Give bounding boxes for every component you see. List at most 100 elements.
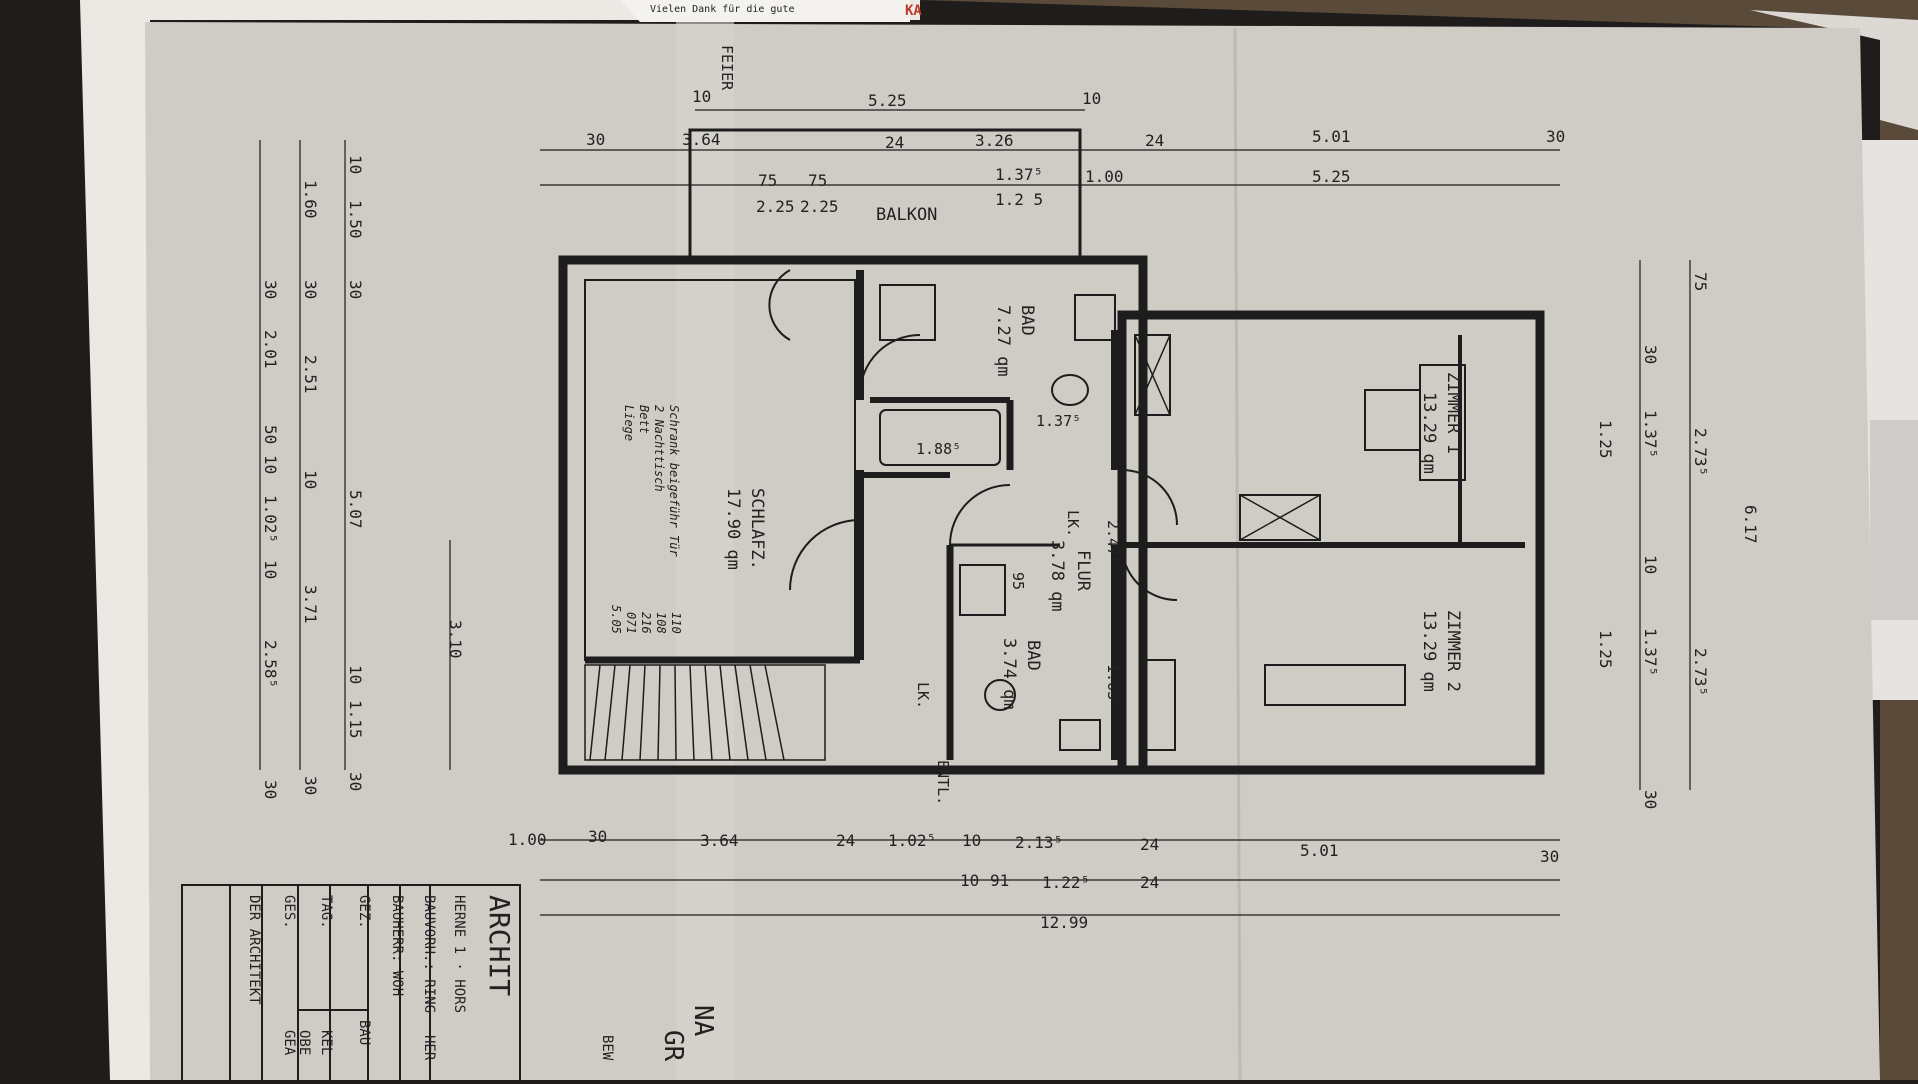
- room-bedroom-name: SCHLAFZ.: [747, 488, 767, 570]
- room-zimmer2-area: 13.29 qm: [1419, 610, 1439, 692]
- tb-cell-5: GEA: [281, 1030, 297, 1056]
- dim-bottom-b: 30: [588, 827, 607, 846]
- dim-left-m: 10: [261, 560, 280, 579]
- note-line-3: Bett: [637, 405, 651, 434]
- dim-bottom-h: 24: [1140, 835, 1159, 854]
- note-line-4: Liege: [622, 405, 636, 441]
- dim-left-c: 1.60: [301, 180, 320, 219]
- dim-top-d: 30: [586, 130, 605, 149]
- dim-top-m: 2.25: [756, 197, 795, 216]
- dim-right-k: 30: [1641, 790, 1660, 809]
- label-bath-tub-dim: 1.88⁵: [916, 440, 961, 458]
- tb-na: NA: [688, 1005, 718, 1037]
- dim-left-k: 10: [301, 470, 320, 489]
- dim-top-o: 1.37⁵: [995, 165, 1043, 184]
- room-balcony-name: BALKON: [876, 205, 937, 225]
- note-value-2: 108: [654, 612, 668, 634]
- note-value-1: 110: [669, 612, 683, 634]
- dim-left-e: 30: [301, 280, 320, 299]
- dim-bottom-i: 5.01: [1300, 841, 1339, 860]
- dim-top-b: 5.25: [868, 91, 907, 110]
- dim-left-i: 50: [261, 425, 280, 444]
- dim-left-q: 10: [346, 665, 365, 684]
- dim-right-h: 1.37⁵: [1641, 628, 1660, 676]
- dim-top-p: 1.2 5: [995, 190, 1043, 209]
- tb-tag: TAG.: [318, 895, 334, 929]
- plan-paper: [145, 22, 1880, 1080]
- dim-right-c: 1.37⁵: [1641, 410, 1660, 458]
- label-entl: ENTL.: [934, 760, 952, 805]
- top-paper-brand: KA: [905, 3, 922, 19]
- dim-top-c: 10: [1082, 89, 1101, 108]
- tb-bauvorh: BAUVORH.: RING: [421, 895, 437, 1013]
- note-value-4: 071: [624, 612, 638, 634]
- tape-strip: [676, 22, 734, 1080]
- tb-cell-4: OBE: [296, 1030, 312, 1055]
- dim-bottom-d: 24: [836, 831, 855, 850]
- room-flur-area: 3.78 qm: [1047, 540, 1067, 612]
- outer-wall-left-block: [558, 255, 1148, 775]
- label-bath-137: 1.37⁵: [1036, 412, 1081, 430]
- dim-right-j: 1.25: [1596, 630, 1615, 669]
- tb-cell-3: KEL: [318, 1030, 334, 1055]
- dim-right-d: 2.73⁵: [1691, 428, 1710, 476]
- room-bad2-name: BAD: [1023, 640, 1043, 671]
- tb-bew: BEW: [599, 1035, 615, 1061]
- room-zimmer1-area: 13.29 qm: [1419, 392, 1439, 474]
- top-paper-text: Vielen Dank für die gute: [650, 4, 795, 15]
- dim-bottom-e: 1.02⁵: [888, 831, 936, 850]
- dim-top-l: 75: [808, 171, 827, 190]
- dim-left-n: 5.07: [346, 490, 365, 529]
- dim-left-r: 1.15: [346, 700, 365, 739]
- dim-left-l: 1.02⁵: [261, 495, 280, 543]
- dim-left-g: 2.01: [261, 330, 280, 369]
- room-zimmer2-name: ZIMMER 2: [1443, 610, 1463, 692]
- dim-left-d: 30: [261, 280, 280, 299]
- label-lk-2: LK.: [914, 682, 932, 709]
- dim-left-a: 10: [346, 155, 365, 174]
- title-block: [181, 884, 521, 1080]
- dim-left-u: 30: [346, 772, 365, 791]
- tb-cell-2: HER: [421, 1035, 437, 1061]
- dim-top-q: 1.00: [1085, 167, 1124, 186]
- tb-ges: GES.: [281, 895, 297, 929]
- shower: [879, 284, 936, 341]
- dim-right-b: 30: [1641, 345, 1660, 364]
- dim-left-h: 2.51: [301, 355, 320, 394]
- room-bath-area: 7.27 qm: [993, 305, 1013, 377]
- tb-herne: HERNE 1 · HORS: [451, 895, 467, 1013]
- toilet: [1051, 374, 1089, 406]
- tb-bauherr: BAUHERR: WOH: [389, 895, 405, 996]
- dim-right-g: 10: [1641, 555, 1660, 574]
- tb-gr: GR: [658, 1030, 688, 1062]
- dim-top-j: 30: [1546, 127, 1565, 146]
- label-lk-1: LK.: [1064, 510, 1082, 537]
- label-bad-163: 1.63⁵: [1104, 664, 1122, 709]
- dim-left-s: 30: [261, 780, 280, 799]
- label-flur-247: 2.47⁵: [1104, 520, 1122, 565]
- note-value-5: 5.05: [609, 605, 623, 634]
- note-line-2: 2 Nachttisch: [652, 405, 666, 492]
- dim-top-r: 5.25: [1312, 167, 1351, 186]
- tb-gez: GEZ.: [356, 895, 372, 929]
- balcony-outline: [688, 128, 1082, 262]
- dim-top-n: 2.25: [800, 197, 839, 216]
- dim-right-i: 2.73⁵: [1691, 648, 1710, 696]
- dim-top-e: 3.64: [682, 130, 721, 149]
- dim-top-f: 24: [885, 133, 904, 152]
- dim-right-e: 1.25: [1596, 420, 1615, 459]
- room-bath-name: BAD: [1017, 305, 1037, 336]
- dim-right-a: 75: [1691, 272, 1710, 291]
- dim-top-h: 24: [1145, 131, 1164, 150]
- dim-left-p: 2.58⁵: [261, 640, 280, 688]
- staircase: [584, 664, 826, 761]
- dim-left-o: 3.71: [301, 585, 320, 624]
- note-value-3: 216: [639, 612, 653, 634]
- label-bad-95: 95: [1009, 572, 1027, 590]
- room-flur-name: FLUR: [1073, 550, 1093, 592]
- room-zimmer1-name: ZIMMER 1: [1443, 372, 1463, 454]
- dim-left-t: 30: [301, 776, 320, 795]
- dim-right-f: 6.17: [1741, 505, 1760, 544]
